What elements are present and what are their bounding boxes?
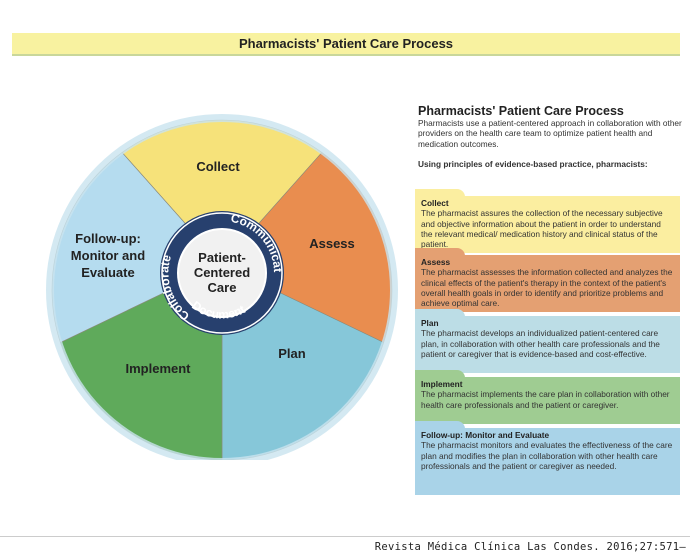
step-text: The pharmacist develops an individualize… bbox=[421, 328, 660, 359]
step-plan: Plan The pharmacist develops an individu… bbox=[415, 309, 680, 373]
segment-label-collect: Collect bbox=[196, 159, 240, 174]
step-implement: Implement The pharmacist implements the … bbox=[415, 370, 680, 424]
segment-label-followup-1: Follow-up: bbox=[75, 231, 141, 246]
step-title: Follow-up: Monitor and Evaluate bbox=[421, 430, 550, 440]
step-title: Collect bbox=[421, 198, 449, 208]
step-title: Assess bbox=[421, 257, 451, 267]
outer-arrow-ring bbox=[46, 114, 398, 460]
panel-intro-2: Using principles of evidence-based pract… bbox=[418, 158, 648, 169]
center-line-3: Care bbox=[208, 280, 237, 295]
footer-divider bbox=[0, 536, 690, 537]
step-text: The pharmacist implements the care plan … bbox=[421, 389, 670, 410]
care-process-wheel: Collaborate Communicate Document Patient… bbox=[0, 60, 398, 460]
banner-title: Pharmacists' Patient Care Process bbox=[12, 33, 680, 56]
step-text: The pharmacist assures the collection of… bbox=[421, 208, 663, 250]
segment-label-followup-3: Evaluate bbox=[81, 265, 134, 280]
center-circle bbox=[177, 228, 267, 318]
segment-label-implement: Implement bbox=[125, 361, 191, 376]
step-title: Implement bbox=[421, 379, 463, 389]
panel-title: Pharmacists' Patient Care Process bbox=[418, 104, 624, 118]
segment-label-followup-2: Monitor and bbox=[71, 248, 145, 263]
step-collect: Collect The pharmacist assures the colle… bbox=[415, 189, 680, 253]
panel-intro: Pharmacists use a patient-centered appro… bbox=[418, 118, 682, 149]
step-assess: Assess The pharmacist assesses the infor… bbox=[415, 248, 680, 312]
step-follow-up: Follow-up: Monitor and Evaluate The phar… bbox=[415, 421, 680, 495]
center-line-2: Centered bbox=[194, 265, 250, 280]
center-line-1: Patient- bbox=[198, 250, 246, 265]
description-panel: Pharmacists' Patient Care Process Pharma… bbox=[418, 104, 683, 169]
step-text: The pharmacist monitors and evaluates th… bbox=[421, 440, 673, 471]
segment-label-plan: Plan bbox=[278, 346, 306, 361]
step-title: Plan bbox=[421, 318, 439, 328]
segment-label-assess: Assess bbox=[309, 236, 355, 251]
step-text: The pharmacist assesses the information … bbox=[421, 267, 673, 309]
citation: Revista Médica Clínica Las Condes. 2016;… bbox=[374, 541, 686, 553]
